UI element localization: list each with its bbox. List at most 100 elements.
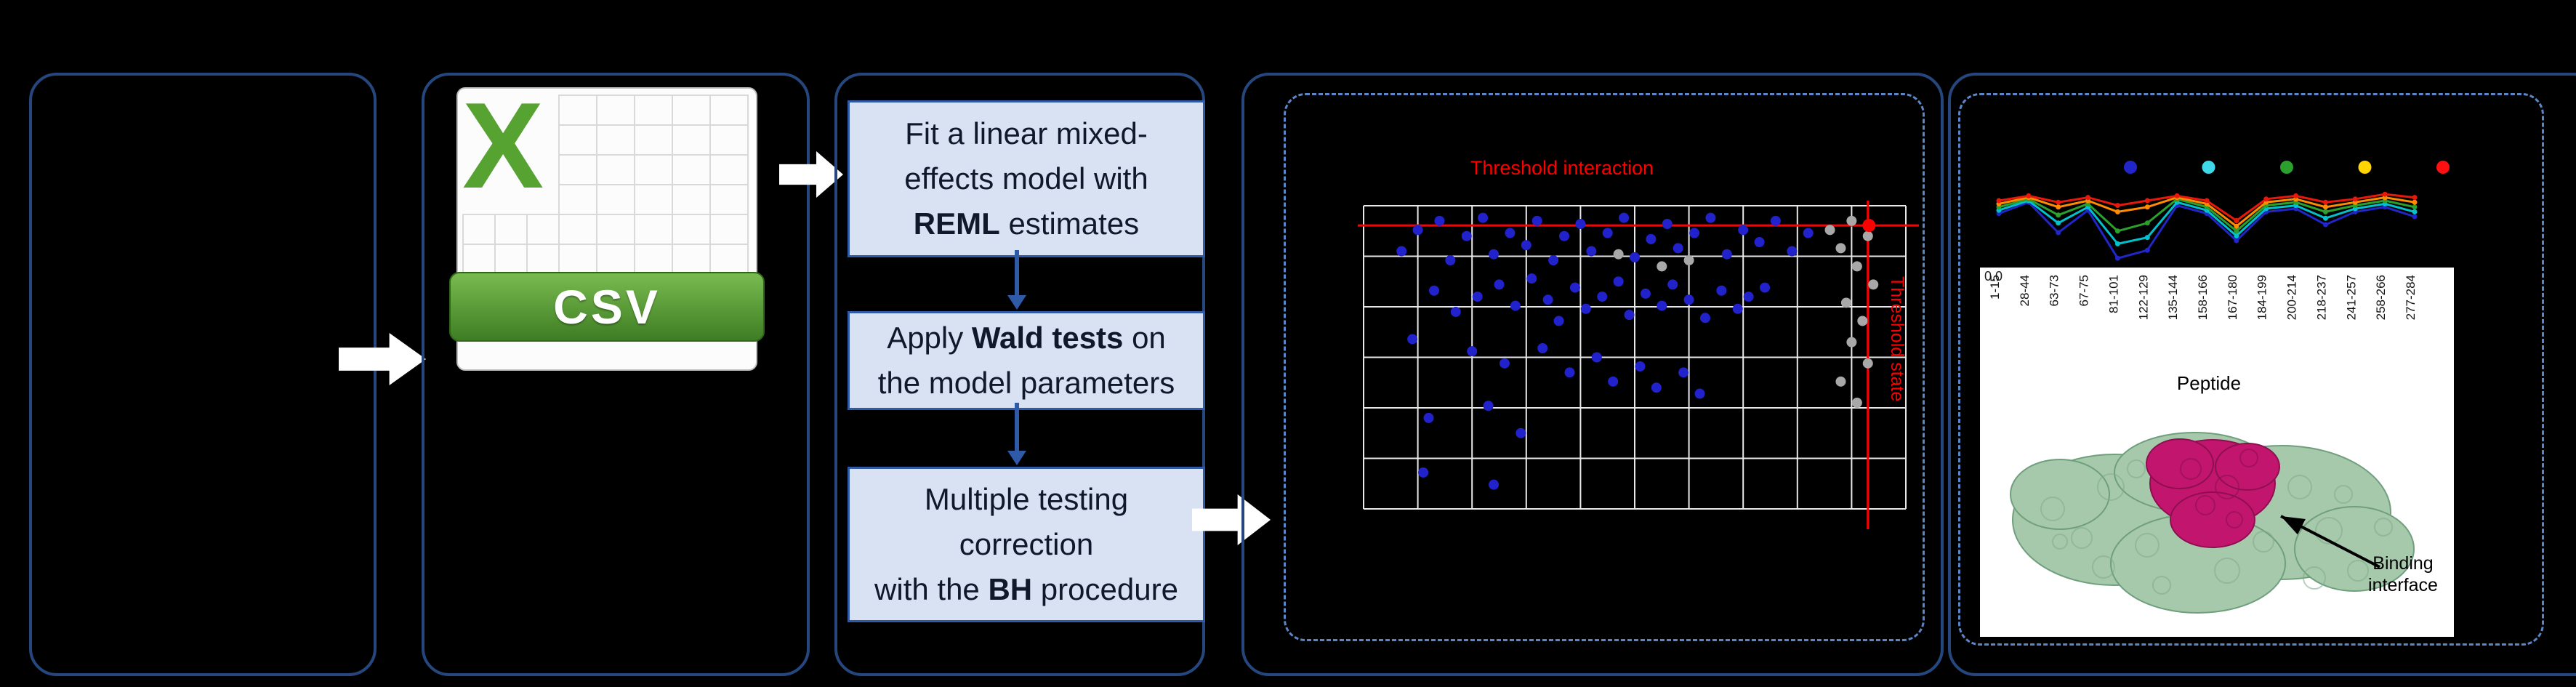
significant-peptides-point	[1678, 367, 1689, 378]
threshold-intersection-point-point	[1862, 219, 1876, 233]
step-arrow-2-head	[1007, 451, 1026, 465]
significant-peptides-point	[1662, 219, 1673, 230]
timepoint-dot	[2280, 161, 2293, 174]
timepoint-2-marker	[2144, 235, 2150, 241]
significant-peptides-point	[1689, 228, 1700, 238]
protein-structure	[2010, 432, 2415, 614]
significant-peptides-point	[1640, 288, 1651, 299]
significant-peptides-point	[1667, 279, 1678, 290]
timepoint-dots	[2124, 161, 2450, 174]
significant-peptides-point	[1651, 382, 1662, 393]
timepoint-3-marker	[2114, 228, 2120, 234]
step-wald-text: Apply Wald tests on the model parameters	[878, 316, 1175, 406]
step-bh-bold: BH	[988, 572, 1033, 606]
step-arrow-2-line	[1015, 403, 1019, 452]
significant-peptides-point	[1716, 285, 1727, 296]
significant-peptides-point	[1564, 367, 1575, 378]
timepoint-5-marker	[2085, 195, 2091, 201]
step-reml-post: estimates	[999, 206, 1140, 241]
significant-peptides-point	[1461, 230, 1472, 241]
significant-peptides-point	[1526, 273, 1537, 284]
timepoint-3-marker	[2234, 228, 2239, 234]
significant-peptides-point	[1396, 246, 1407, 257]
non-significant-peptides-point	[1840, 297, 1851, 308]
significant-peptides-point	[1673, 243, 1683, 254]
binding-interface-label: Binding interface	[2368, 553, 2438, 595]
timepoint-4-marker	[2234, 223, 2239, 229]
step-wald-bold: Wald tests	[971, 321, 1124, 355]
significant-peptides-point	[1412, 225, 1423, 236]
significant-peptides-point	[1450, 306, 1461, 317]
significant-peptides-point	[1489, 479, 1500, 490]
timepoint-2-marker	[2114, 241, 2120, 246]
threshold-state-label: Threshold state	[1887, 276, 1907, 401]
peptide-tick-label: 63-73	[2048, 275, 2061, 306]
significant-peptides-point	[1743, 292, 1754, 302]
timepoint-5-marker	[2144, 198, 2150, 204]
non-significant-peptides-point	[1824, 225, 1835, 236]
scatter-panel	[1241, 73, 1944, 676]
step-arrow-1-head	[1007, 295, 1026, 310]
timepoint-dot	[2202, 161, 2215, 174]
protein-surface-texture	[2040, 459, 2393, 595]
non-significant-peptides-point	[1862, 358, 1873, 369]
non-significant-peptides-point	[1857, 316, 1868, 326]
left-panel	[29, 73, 377, 676]
peptide-tick-label: 200-214	[2285, 275, 2299, 320]
significant-peptides-point	[1630, 252, 1640, 262]
timepoint-2-marker	[2412, 209, 2418, 214]
significant-peptides-point	[1423, 412, 1434, 423]
significant-peptides-point	[1770, 215, 1781, 226]
significant-peptides-point	[1407, 334, 1418, 345]
peptide-tick-label: 122-129	[2136, 275, 2150, 320]
significant-peptides-point	[1787, 246, 1798, 257]
timepoint-5-marker	[2263, 196, 2269, 202]
significant-peptides-point	[1489, 249, 1500, 260]
csv-spreadsheet-grid-lower	[462, 214, 558, 273]
peptide-tick-label: 258-266	[2374, 275, 2388, 320]
results-panel	[1948, 73, 2576, 676]
significant-peptides-point	[1613, 276, 1624, 287]
significant-peptides-point	[1537, 342, 1548, 353]
timepoint-1-marker	[2144, 247, 2150, 253]
timepoint-dot	[2124, 161, 2137, 174]
significant-peptides-point	[1580, 303, 1591, 314]
significant-peptides-point	[1624, 310, 1635, 321]
peptide-axis-title: Peptide	[2177, 372, 2241, 394]
y-axis-tick: 0.0	[1984, 269, 2003, 284]
non-significant-peptides-point	[1683, 255, 1694, 266]
peptide-tick-label: 218-237	[2314, 275, 2328, 320]
significant-peptides-point	[1505, 228, 1516, 238]
timepoint-1-marker	[2412, 214, 2418, 220]
timepoint-1-marker	[2234, 238, 2239, 244]
significant-peptides-point	[1608, 376, 1619, 387]
step-reml-text: Fit a linear mixed- effects model with R…	[904, 111, 1148, 246]
non-significant-peptides-point	[1862, 230, 1873, 241]
timepoint-2-marker	[2056, 220, 2061, 226]
peptide-tick-label: 81-101	[2106, 275, 2120, 313]
step-wald: Apply Wald tests on the model parameters	[848, 311, 1205, 410]
peptide-tick-label: 277-284	[2404, 275, 2418, 320]
significant-peptides-point	[1559, 230, 1570, 241]
timepoint-3-marker	[2322, 209, 2328, 214]
non-significant-peptides-point	[1835, 376, 1846, 387]
significant-peptides-point	[1510, 300, 1521, 311]
peptide-tick-label: 241-257	[2344, 275, 2358, 320]
significant-peptides-point	[1478, 212, 1489, 223]
non-significant-peptides-point	[1868, 279, 1879, 290]
scatter-points	[1396, 212, 1879, 490]
peptide-tick-label: 158-166	[2196, 275, 2210, 320]
timepoint-5-marker	[2204, 198, 2210, 204]
timepoint-5-marker	[2174, 193, 2180, 198]
non-significant-peptides-point	[1851, 261, 1862, 272]
significant-peptides-point	[1575, 219, 1586, 230]
timepoint-5-marker	[1996, 198, 2002, 204]
timepoint-5-marker	[2322, 199, 2328, 205]
timepoint-1-marker	[2056, 230, 2061, 236]
timepoint-1-marker	[2114, 255, 2120, 261]
csv-file-icon: X CSV	[449, 77, 765, 377]
timepoint-5-marker	[2352, 196, 2358, 202]
significant-peptides-point	[1521, 240, 1531, 251]
